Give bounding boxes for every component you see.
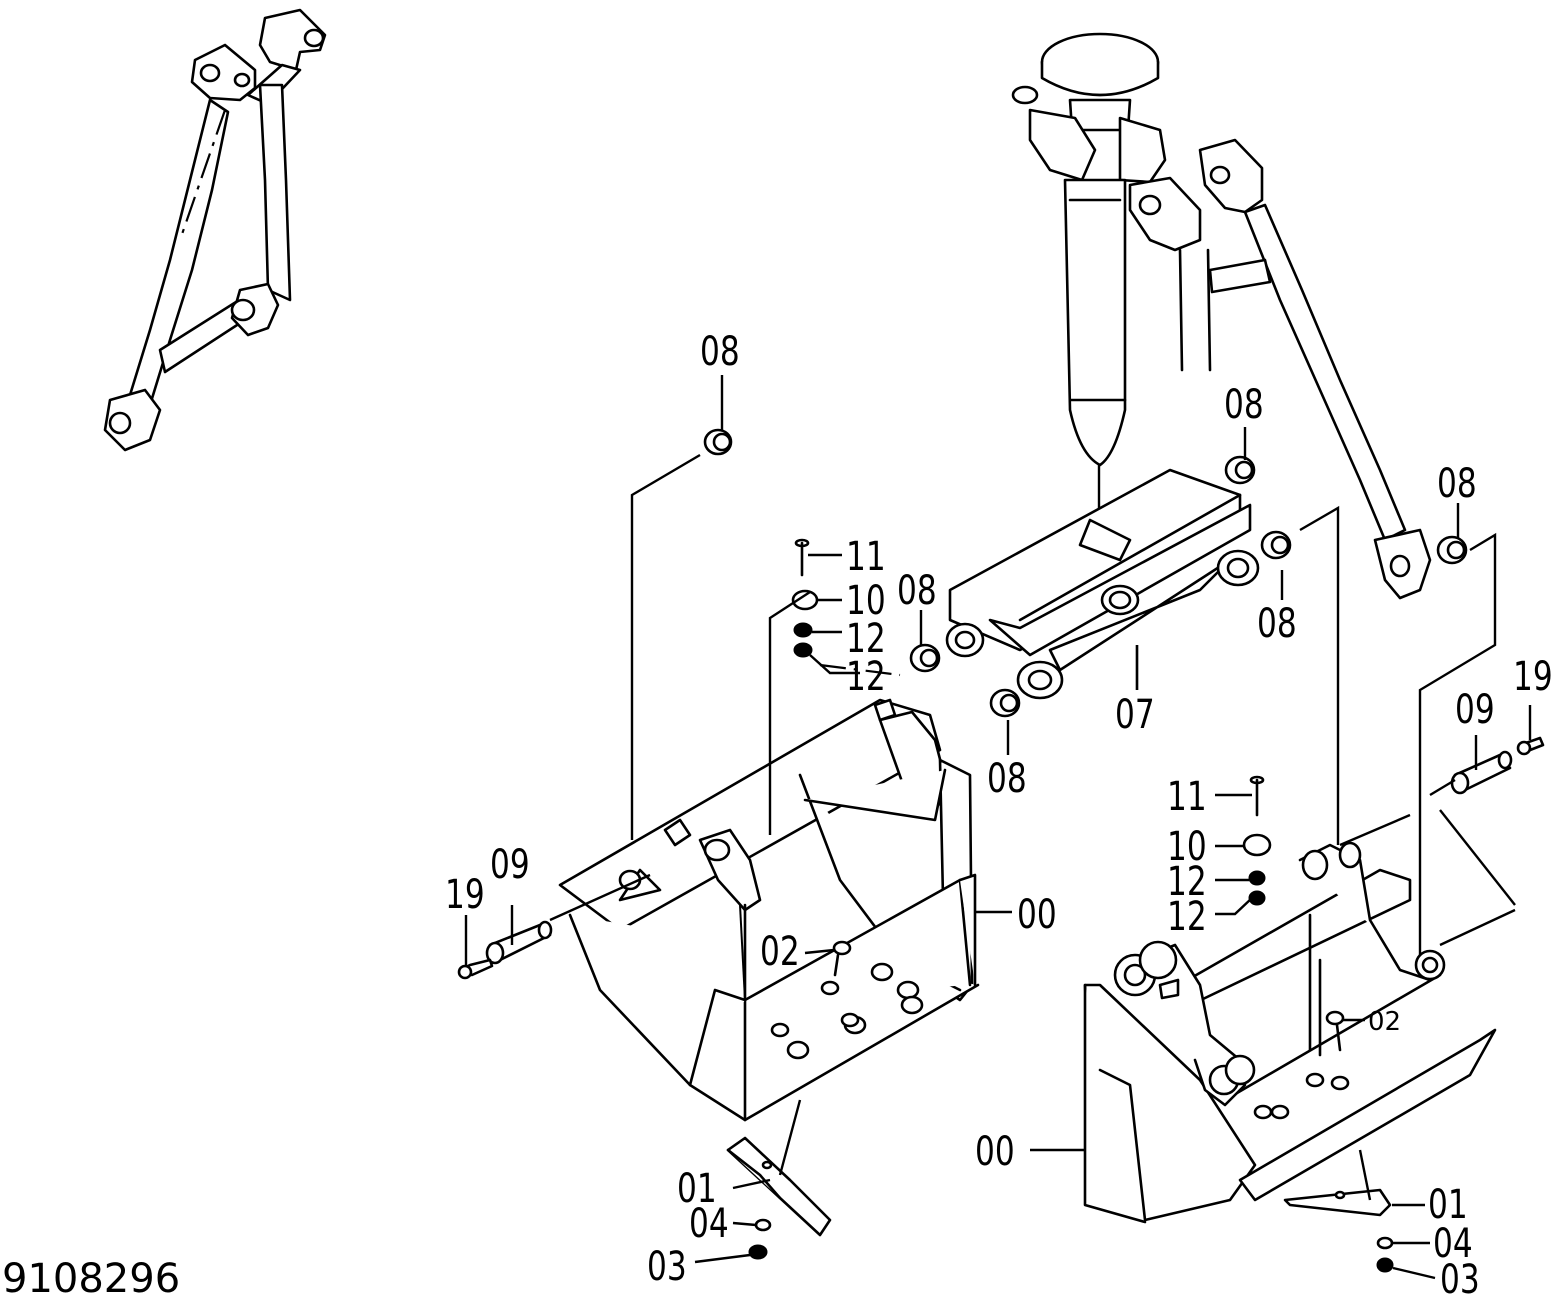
callout-07: 07 [1115,692,1155,738]
drawing-number: 9108296 [2,1256,180,1298]
callout-03-right: 03 [1440,1257,1480,1298]
callout-10-right: 10 [1167,824,1207,870]
lift-cylinder [1011,32,1167,467]
callout-12b-right: 12 [1167,894,1207,940]
bushings-08 [703,428,1468,718]
left-bucket-bolt-02 [832,940,852,977]
assembly-lines [549,453,1516,1201]
left-washer-10 [791,589,819,611]
callout-19-right: 19 [1513,654,1553,700]
right-nut-12b [1248,890,1266,906]
right-tooth-01 [1283,1188,1392,1217]
right-washer-04 [1376,1236,1394,1250]
left-washer-04 [754,1218,772,1232]
callout-01-left: 01 [677,1166,717,1212]
callout-08-far-right: 08 [1437,461,1477,507]
left-bucket-00 [558,698,980,1122]
callout-01-right: 01 [1428,1182,1468,1228]
callout-12b-left: 12 [846,654,886,700]
left-tooth-01 [726,1136,832,1237]
callout-leaders [464,375,1532,1280]
left-pin-09 [485,920,553,965]
right-bucket-00 [1083,841,1497,1224]
left-nut-03 [748,1244,768,1260]
callout-11-left: 11 [846,534,886,580]
callout-12a-right: 12 [1167,859,1207,905]
right-nut-12a [1248,870,1266,886]
callout-09-right: 09 [1455,687,1495,733]
link-assembly-07 [945,468,1260,700]
callout-04-right: 04 [1433,1221,1473,1267]
left-bolt-11 [794,538,810,577]
callout-08-mid-right: 08 [1224,382,1264,428]
callout-00-right: 00 [975,1129,1015,1175]
callout-19-left: 19 [445,872,485,918]
callout-09-left: 09 [490,842,530,888]
right-washer-10 [1242,833,1272,857]
callout-10-left: 10 [846,578,886,624]
right-bolt-19 [1516,736,1545,756]
callout-08-below-link: 08 [987,756,1027,802]
right-lift-arm [1128,138,1432,600]
callout-04-left: 04 [689,1201,729,1247]
callout-08-left-of-link: 08 [897,568,937,614]
left-bolt-19 [457,958,494,980]
callout-02-right: 02 [1368,1007,1401,1037]
right-nut-03 [1376,1257,1394,1273]
callout-11-right: 11 [1167,774,1207,820]
callout-03-left: 03 [647,1244,687,1290]
right-bucket-bolt-02 [1325,1010,1345,1052]
left-nut-12a [793,622,813,638]
callout-08-right-lower: 08 [1257,601,1297,647]
left-nut-12b [793,642,813,658]
callout-00-left: 00 [1017,892,1057,938]
callout-12a-left: 12 [846,616,886,662]
left-lift-arm [103,8,327,452]
callout-08-upper-left: 08 [700,329,740,375]
right-pin-09 [1450,750,1513,795]
callout-02-left: 02 [760,929,800,975]
right-bolt-11 [1249,775,1265,817]
